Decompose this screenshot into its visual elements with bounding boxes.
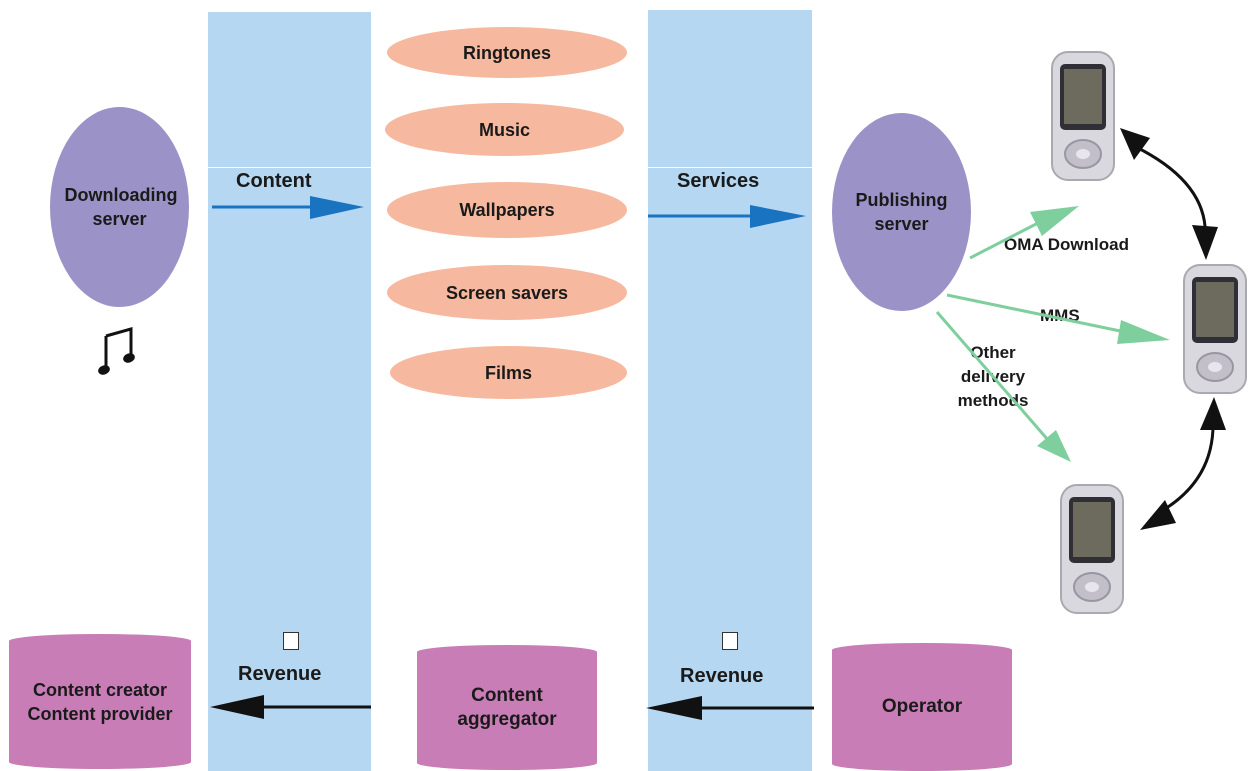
other-delivery-arrow bbox=[935, 311, 1071, 462]
oma-download-label: OMA Download bbox=[1004, 235, 1129, 254]
content-type-films: Films bbox=[390, 346, 627, 399]
currency-placeholder-icon bbox=[722, 632, 738, 650]
services-band-divider bbox=[648, 167, 812, 168]
other-delivery-label: Other delivery methods bbox=[957, 343, 1029, 410]
revenue-right-arrow bbox=[646, 696, 814, 720]
content-aggregator-label: Content aggregator bbox=[457, 684, 557, 730]
publishing-server: Publishing server bbox=[832, 113, 971, 311]
content-type-ringtones: Ringtones bbox=[387, 27, 627, 78]
music-note-icon bbox=[98, 327, 135, 375]
revenue-left-label: Revenue bbox=[238, 663, 322, 685]
mobile-phone-icon bbox=[1060, 484, 1124, 614]
phone-link-bottom-arrow bbox=[1140, 397, 1226, 530]
content-arrow bbox=[212, 196, 364, 219]
mms-delivery-arrow bbox=[946, 293, 1170, 344]
services-flow-label: Services bbox=[677, 170, 760, 192]
oma-delivery-arrow bbox=[969, 206, 1079, 260]
currency-placeholder-icon bbox=[283, 632, 299, 650]
content-creator-label: Content creator Content provider bbox=[27, 679, 173, 724]
content-creator-box: Content creator Content provider bbox=[9, 634, 191, 769]
revenue-left-arrow bbox=[210, 695, 371, 719]
revenue-right-label: Revenue bbox=[680, 665, 764, 687]
downloading-server-label: Downloading server bbox=[64, 185, 178, 229]
mobile-phone-icon bbox=[1183, 264, 1247, 394]
content-type-wallpapers: Wallpapers bbox=[387, 182, 627, 238]
downloading-server: Downloading server bbox=[50, 107, 189, 307]
content-type-screen-savers: Screen savers bbox=[387, 265, 627, 320]
content-flow-label: Content bbox=[236, 170, 312, 192]
content-band-divider bbox=[208, 167, 371, 168]
publishing-server-label: Publishing server bbox=[855, 190, 948, 234]
operator-box: Operator bbox=[832, 643, 1012, 771]
operator-label: Operator bbox=[881, 696, 963, 717]
content-aggregator-box: Content aggregator bbox=[417, 645, 597, 770]
mobile-phone-icon bbox=[1051, 51, 1115, 181]
phone-link-top-arrow bbox=[1120, 128, 1218, 260]
services-arrow bbox=[648, 205, 806, 228]
content-type-music: Music bbox=[385, 103, 624, 156]
